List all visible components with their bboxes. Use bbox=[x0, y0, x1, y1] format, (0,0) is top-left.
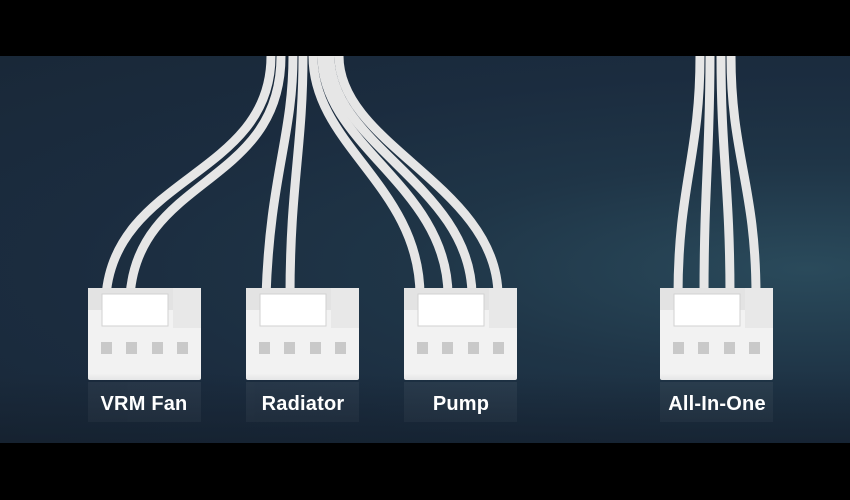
connector-housing-aio bbox=[660, 288, 773, 380]
fan-connector-cables bbox=[88, 56, 773, 422]
connector-housing-vrm-fan bbox=[88, 288, 201, 380]
wire-bundle-left bbox=[101, 56, 503, 301]
label-all-in-one: All-In-One bbox=[668, 393, 766, 415]
wire-bundle-right bbox=[673, 56, 761, 301]
product-photo: VRM Fan Radiator Pump All-In-One bbox=[0, 56, 850, 443]
label-pump: Pump bbox=[432, 393, 490, 415]
label-vrm-fan: VRM Fan bbox=[100, 393, 188, 415]
connector-housing-radiator bbox=[246, 288, 359, 380]
label-radiator: Radiator bbox=[261, 393, 345, 415]
connector-housing-pump bbox=[404, 288, 517, 380]
